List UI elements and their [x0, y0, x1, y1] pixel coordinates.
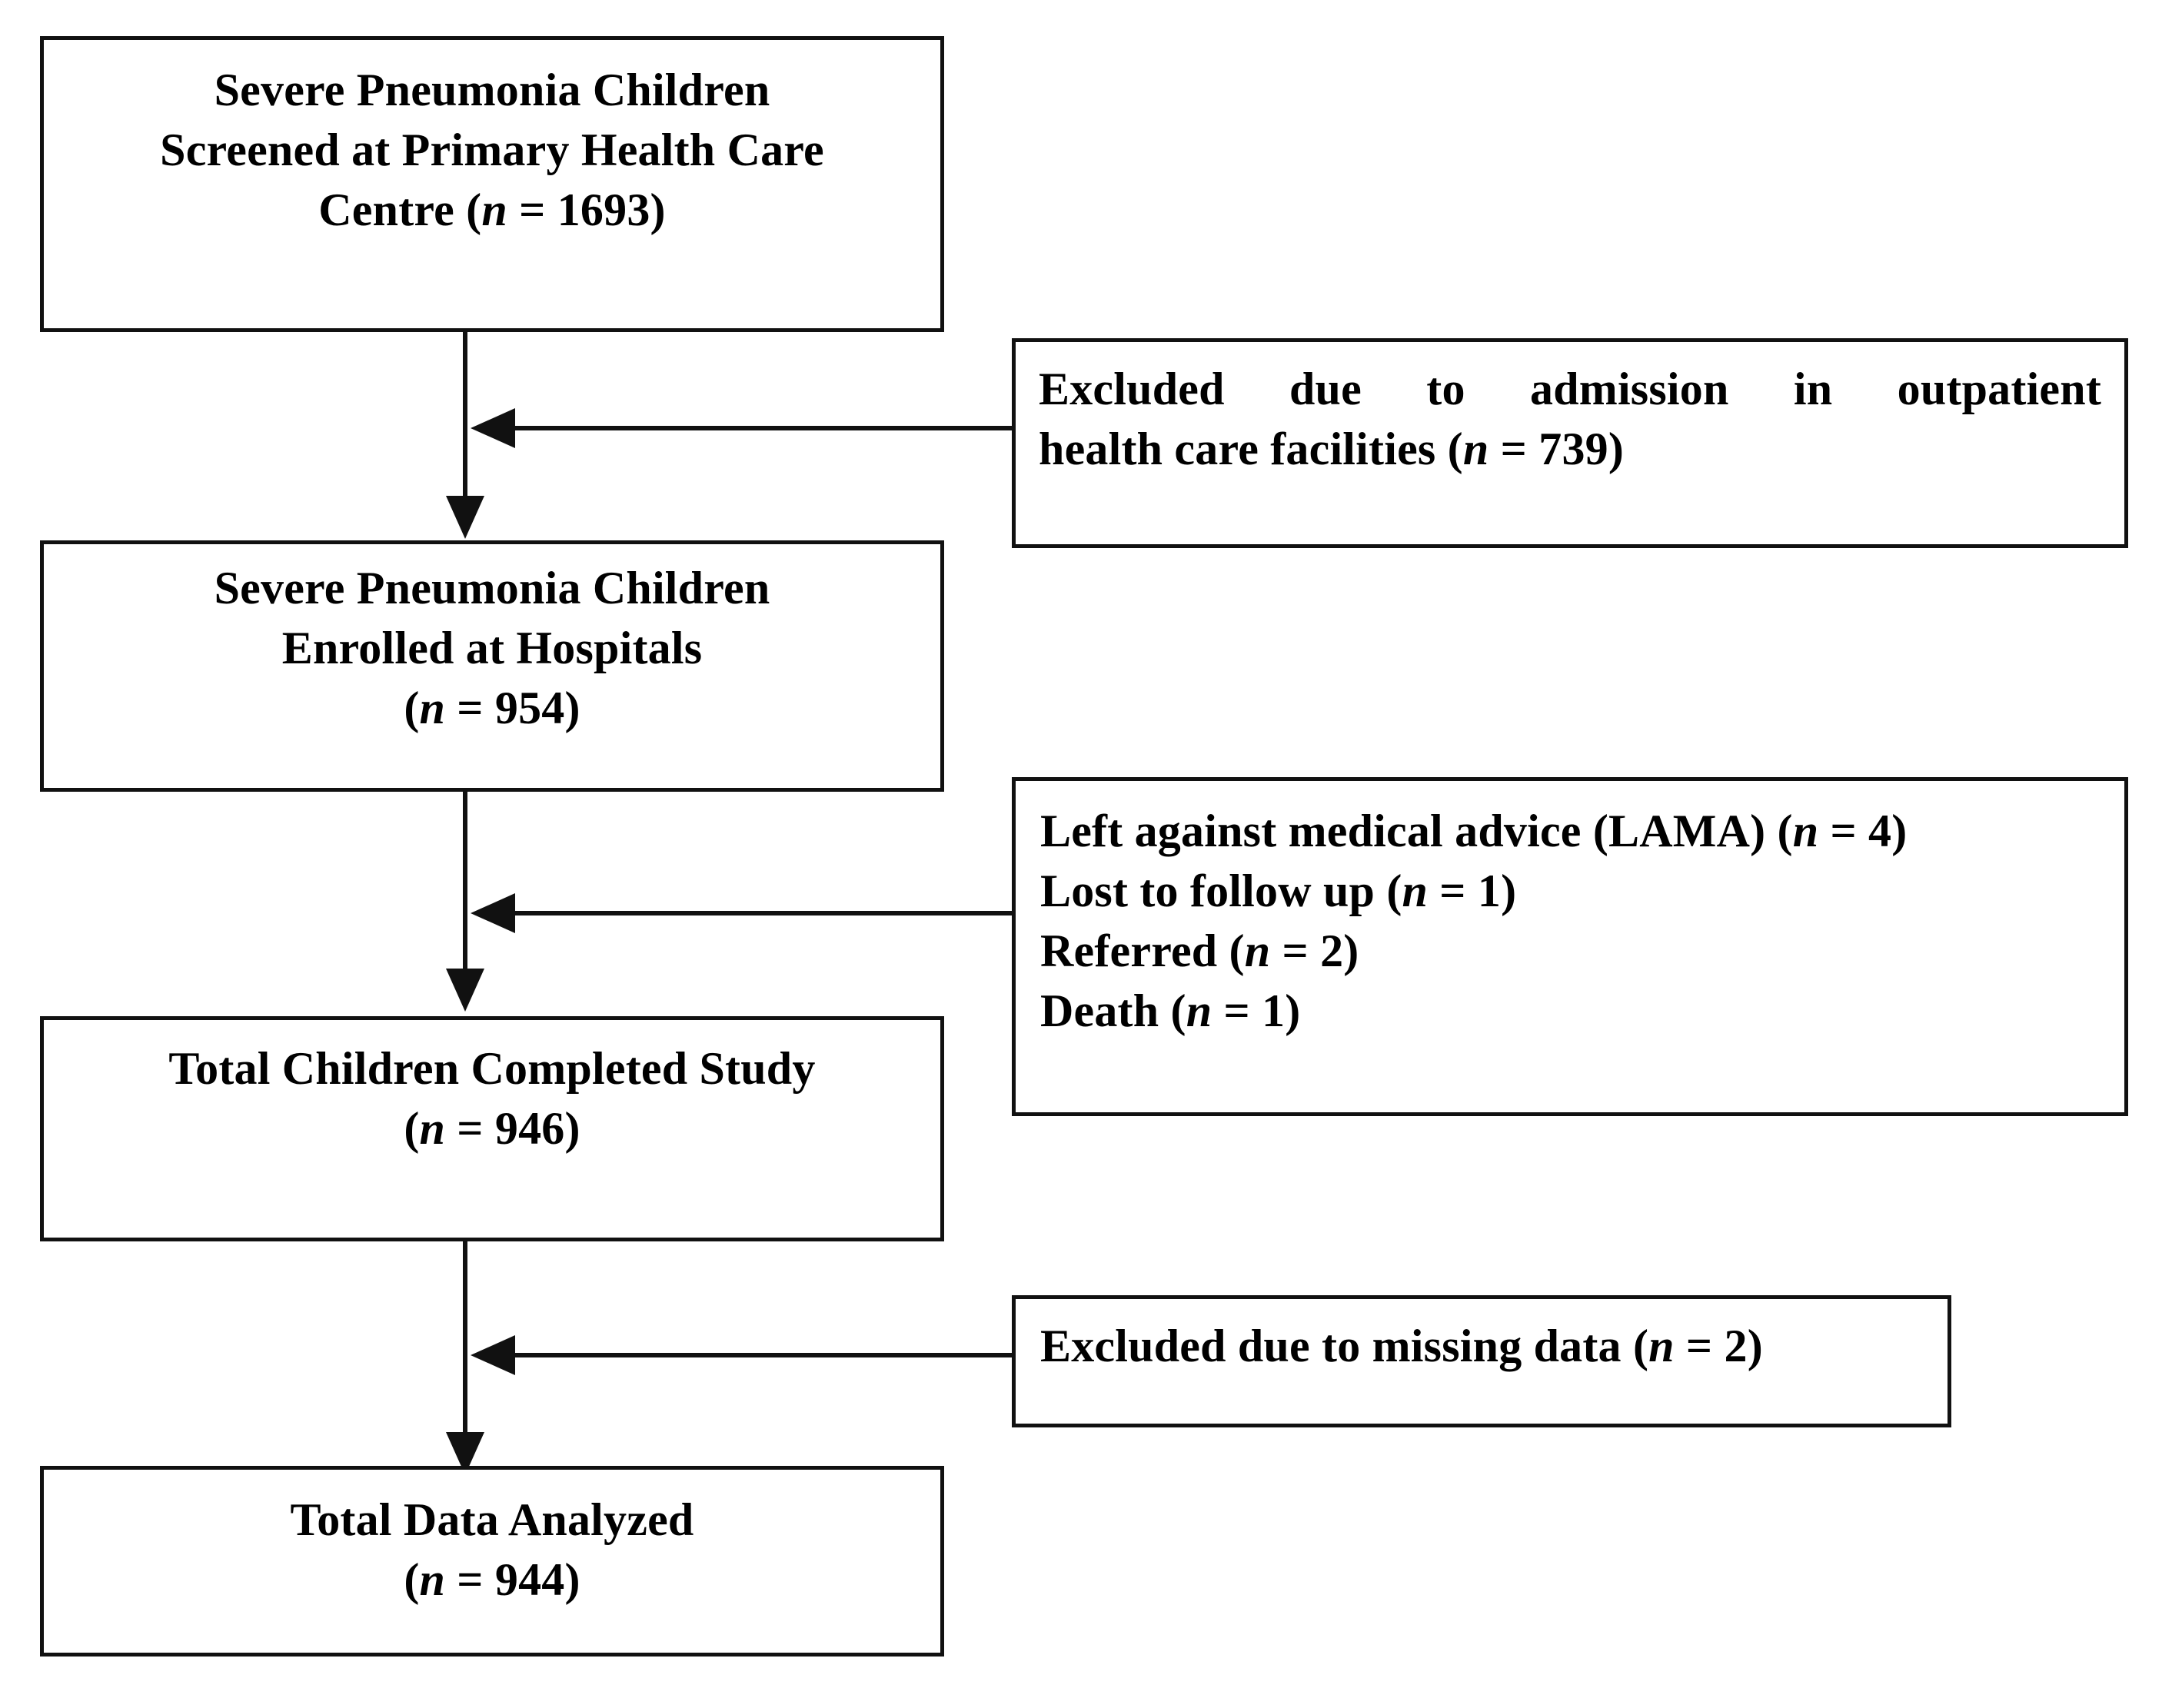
node-analyzed-n-var: n: [419, 1554, 446, 1605]
attrition-0-var: n: [1792, 806, 1819, 856]
connector-excluded-outpatient-arrowhead: [471, 408, 515, 448]
node-excluded-missing-data: Excluded due to missing data (n = 2): [1012, 1295, 1951, 1427]
node-excluded-outpatient-n-pre: health care facilities (: [1039, 424, 1463, 474]
connector-excluded-outpatient-line: [514, 426, 1013, 430]
node-completed-line1: Total Children Completed Study: [168, 1043, 816, 1094]
node-screened: Severe Pneumonia Children Screened at Pr…: [40, 36, 944, 332]
node-excluded-attrition-item-0: Left against medical advice (LAMA) (n = …: [1040, 801, 2098, 861]
attrition-1-var: n: [1402, 866, 1429, 916]
attrition-3-var: n: [1186, 985, 1212, 1036]
connector-excluded-missing-arrowhead: [471, 1335, 515, 1375]
attrition-3-post: = 1): [1212, 985, 1301, 1036]
node-excluded-attrition-item-1: Lost to follow up (n = 1): [1040, 861, 2098, 921]
node-analyzed-n-post: = 944): [445, 1554, 580, 1605]
connector-excluded-missing-line: [514, 1353, 1013, 1357]
connector-screened-to-enrolled-line: [463, 332, 467, 497]
attrition-2-post: = 2): [1270, 925, 1359, 976]
node-enrolled-line2: Enrolled at Hospitals: [281, 623, 703, 673]
node-excluded-outpatient-n-post: = 739): [1488, 424, 1625, 474]
connector-enrolled-to-completed-line: [463, 792, 467, 970]
node-screened-n-pre: Centre (: [318, 184, 482, 235]
node-excluded-outpatient-line2: health care facilities (n = 739): [1039, 419, 2101, 479]
node-screened-line1: Severe Pneumonia Children: [214, 65, 770, 115]
node-enrolled-line3: (n = 954): [70, 678, 914, 738]
node-excluded-missing-data-line1: Excluded due to missing data (n = 2): [1040, 1316, 1921, 1376]
attrition-2-pre: Referred (: [1040, 925, 1245, 976]
node-screened-n-post: = 1693): [507, 184, 666, 235]
node-completed-n-post: = 946): [445, 1103, 580, 1154]
attrition-1-post: = 1): [1428, 866, 1517, 916]
node-enrolled-n-pre: (: [404, 683, 420, 733]
node-excluded-outpatient-n-var: n: [1462, 424, 1489, 474]
node-enrolled-line1: Severe Pneumonia Children: [214, 563, 770, 613]
node-enrolled: Severe Pneumonia Children Enrolled at Ho…: [40, 540, 944, 792]
node-screened-n-var: n: [481, 184, 507, 235]
node-analyzed: Total Data Analyzed (n = 944): [40, 1466, 944, 1656]
missing-data-post: = 2): [1674, 1321, 1763, 1371]
connector-completed-to-analyzed-line: [463, 1241, 467, 1435]
missing-data-var: n: [1648, 1321, 1675, 1371]
attrition-0-post: = 4): [1818, 806, 1908, 856]
node-completed-line2: (n = 946): [70, 1098, 914, 1158]
connector-screened-to-enrolled-arrowhead: [446, 496, 484, 539]
connector-excluded-attrition-arrowhead: [471, 893, 515, 933]
node-analyzed-line1: Total Data Analyzed: [290, 1494, 694, 1545]
connector-excluded-attrition-line: [514, 911, 1013, 915]
node-excluded-attrition-item-3: Death (n = 1): [1040, 981, 2098, 1041]
node-excluded-attrition: Left against medical advice (LAMA) (n = …: [1012, 777, 2128, 1116]
node-excluded-attrition-item-2: Referred (n = 2): [1040, 921, 2098, 981]
connector-enrolled-to-completed-arrowhead: [446, 969, 484, 1012]
node-analyzed-line2: (n = 944): [70, 1550, 914, 1610]
node-excluded-outpatient: Excluded due to admission in outpatient …: [1012, 338, 2128, 548]
node-enrolled-n-var: n: [419, 683, 446, 733]
node-completed-n-pre: (: [404, 1103, 420, 1154]
missing-data-pre: Excluded due to missing data (: [1040, 1321, 1649, 1371]
node-excluded-outpatient-line1: Excluded due to admission in outpatient: [1039, 364, 2101, 414]
node-enrolled-n-post: = 954): [445, 683, 580, 733]
node-analyzed-n-pre: (: [404, 1554, 420, 1605]
node-screened-line3: Centre (n = 1693): [70, 180, 914, 240]
node-completed-n-var: n: [419, 1103, 446, 1154]
attrition-3-pre: Death (: [1040, 985, 1186, 1036]
attrition-1-pre: Lost to follow up (: [1040, 866, 1402, 916]
node-screened-line2: Screened at Primary Health Care: [160, 125, 824, 175]
attrition-0-pre: Left against medical advice (LAMA) (: [1040, 806, 1793, 856]
node-completed: Total Children Completed Study (n = 946): [40, 1016, 944, 1241]
attrition-2-var: n: [1244, 925, 1271, 976]
